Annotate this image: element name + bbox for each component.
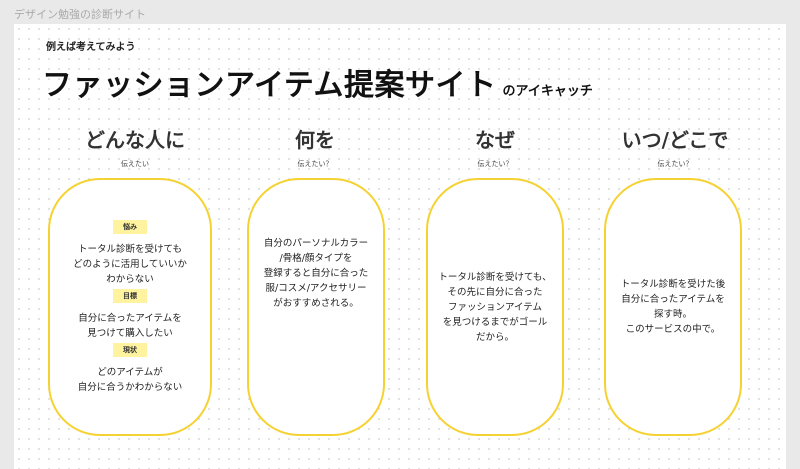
card-section-current: 現状 どのアイテムが 自分に合うかわからない: [77, 342, 183, 395]
canvas-board: 例えば考えてみよう ファッションアイテム提案サイト のアイキャッチ どんな人に …: [14, 24, 786, 469]
card-section-goal: 目標 自分に合ったアイテムを 見つけて購入したい: [78, 288, 182, 341]
tag-badge: 現状: [112, 342, 147, 357]
page-title-suffix: のアイキャッチ: [502, 84, 593, 99]
card-what: 自分のパーソナルカラー /骨格/顔タイプを 登録すると自分に合った 服/コスメ/…: [247, 178, 385, 436]
card-text: 自分のパーソナルカラー /骨格/顔タイプを 登録すると自分に合った 服/コスメ/…: [263, 238, 369, 309]
page-title: ファッションアイテム提案サイト: [42, 68, 497, 103]
column-heading-who: どんな人に 伝えたい: [50, 124, 220, 169]
card-when-where: トータル診断を受けた後 自分に合ったアイテムを 探す時。 このサービスの中で。: [604, 178, 742, 436]
heading-text: いつ/どこで: [621, 128, 729, 152]
card-text: 自分に合ったアイテムを 見つけて購入したい: [78, 312, 182, 339]
eyebrow-text: 例えば考えてみよう: [46, 42, 136, 53]
card-text: トータル診断を受けても、 その先に自分に合った ファッションアイテム を見つける…: [438, 271, 552, 343]
heading-text: どんな人に: [85, 128, 185, 152]
column-heading-why: なぜ 伝えたい？: [410, 124, 580, 169]
heading-sub: 伝えたい？: [657, 160, 693, 168]
column-heading-what: 何を 伝えたい？: [230, 124, 400, 169]
card-section-worry: 悩み トータル診断を受けても どのように活用していいか わからない: [73, 219, 187, 287]
title-row: ファッションアイテム提案サイト のアイキャッチ: [42, 60, 593, 104]
column-heading-when-where: いつ/どこで 伝えたい？: [590, 124, 760, 169]
heading-text: なぜ: [475, 128, 515, 152]
tag-badge: 目標: [113, 288, 147, 303]
card-why: トータル診断を受けても、 その先に自分に合った ファッションアイテム を見つける…: [426, 178, 564, 436]
heading-sub: 伝えたい？: [297, 160, 333, 168]
document-title: デザイン勉強の診断サイト: [14, 8, 146, 21]
tag-badge: 悩み: [113, 219, 147, 234]
heading-sub: 伝えたい？: [477, 160, 513, 168]
heading-text: 何を: [295, 128, 335, 152]
heading-sub: 伝えたい: [121, 160, 149, 168]
card-who: 悩み トータル診断を受けても どのように活用していいか わからない 目標 自分に…: [48, 178, 212, 436]
card-text: どのアイテムが 自分に合うかわからない: [77, 366, 183, 393]
card-text: トータル診断を受けても どのように活用していいか わからない: [73, 243, 187, 285]
card-text: トータル診断を受けた後 自分に合ったアイテムを 探す時。 このサービスの中で。: [620, 279, 726, 335]
